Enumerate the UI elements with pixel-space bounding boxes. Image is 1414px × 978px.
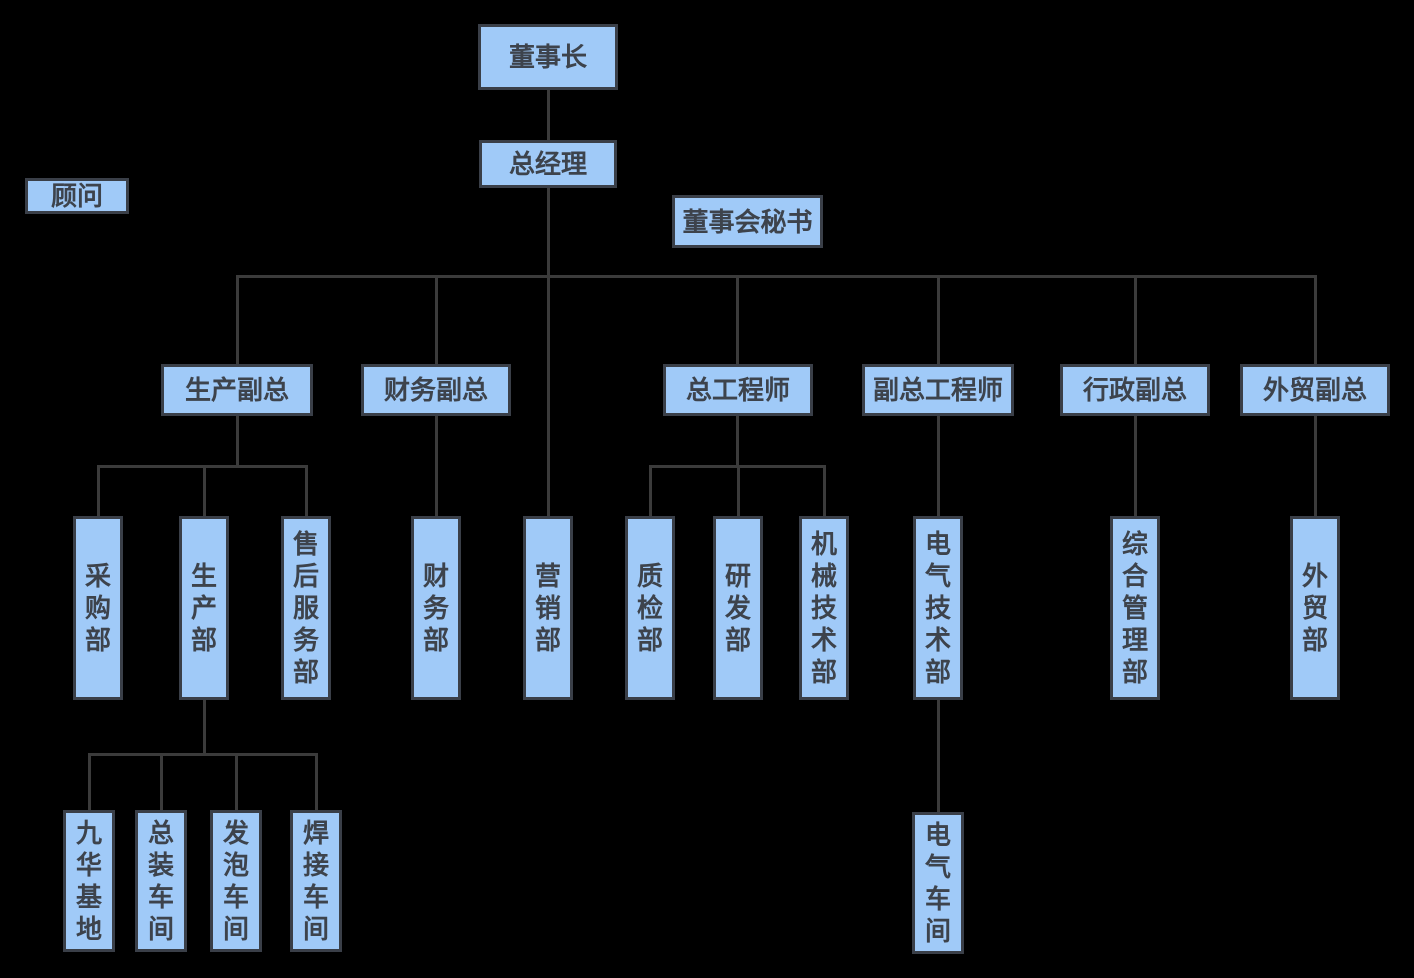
- org-node-finance-vp[interactable]: 财务副总: [361, 364, 511, 416]
- connector-line: [87, 754, 91, 810]
- connector-line: [936, 276, 940, 364]
- connector-line: [159, 754, 163, 810]
- org-node-production-vp[interactable]: 生产副总: [161, 364, 313, 416]
- connector-line: [434, 416, 438, 516]
- connector-line: [202, 466, 206, 516]
- org-node-general-management-dept[interactable]: 综合管理部: [1110, 516, 1160, 700]
- connector-line: [1313, 276, 1317, 364]
- org-node-general-manager[interactable]: 总经理: [479, 140, 617, 188]
- org-node-chairman[interactable]: 董事长: [478, 24, 618, 90]
- org-node-quality-inspection-dept[interactable]: 质检部: [625, 516, 675, 700]
- org-node-jiuhua-base[interactable]: 九华基地: [63, 810, 115, 952]
- org-node-foreign-trade-dept[interactable]: 外贸部: [1290, 516, 1340, 700]
- connector-line: [96, 466, 100, 516]
- connector-line: [648, 466, 652, 516]
- connector-line: [314, 754, 318, 810]
- org-node-chief-engineer[interactable]: 总工程师: [663, 364, 813, 416]
- connector-line: [1133, 416, 1137, 516]
- org-node-foaming-workshop[interactable]: 发泡车间: [210, 810, 262, 952]
- connector-line: [202, 700, 206, 754]
- connector-line: [936, 416, 940, 516]
- org-node-mechanical-tech-dept[interactable]: 机械技术部: [799, 516, 849, 700]
- org-node-admin-vp[interactable]: 行政副总: [1060, 364, 1210, 416]
- org-node-electrical-workshop[interactable]: 电气车间: [912, 812, 964, 954]
- org-node-rd-dept[interactable]: 研发部: [713, 516, 763, 700]
- connector-line: [234, 754, 238, 810]
- connector-line: [936, 700, 940, 812]
- org-node-marketing-dept[interactable]: 营销部: [523, 516, 573, 700]
- org-node-foreign-trade-vp[interactable]: 外贸副总: [1240, 364, 1390, 416]
- connector-line: [822, 466, 826, 516]
- connector-line: [434, 276, 438, 364]
- connector-line: [96, 464, 308, 468]
- connector-line: [235, 274, 1317, 278]
- connector-line: [304, 466, 308, 516]
- connector-line: [735, 416, 739, 466]
- connector-line: [1313, 416, 1317, 516]
- org-node-advisor[interactable]: 顾问: [25, 178, 129, 214]
- org-node-production-dept[interactable]: 生产部: [179, 516, 229, 700]
- org-node-after-sales-service-dept[interactable]: 售后服务部: [281, 516, 331, 700]
- connector-line: [735, 276, 739, 364]
- connector-line: [87, 752, 318, 756]
- connector-line: [546, 188, 550, 516]
- connector-line: [736, 466, 740, 516]
- org-node-assembly-workshop[interactable]: 总装车间: [135, 810, 187, 952]
- org-node-welding-workshop[interactable]: 焊接车间: [290, 810, 342, 952]
- org-node-deputy-chief-engineer[interactable]: 副总工程师: [862, 364, 1014, 416]
- connector-line: [546, 90, 550, 140]
- org-node-purchasing-dept[interactable]: 采购部: [73, 516, 123, 700]
- org-node-board-secretary[interactable]: 董事会秘书: [672, 195, 823, 248]
- org-node-finance-dept[interactable]: 财务部: [411, 516, 461, 700]
- connector-line: [235, 416, 239, 466]
- connector-line: [235, 276, 239, 364]
- org-node-electrical-tech-dept[interactable]: 电气技术部: [913, 516, 963, 700]
- connector-line: [1133, 276, 1137, 364]
